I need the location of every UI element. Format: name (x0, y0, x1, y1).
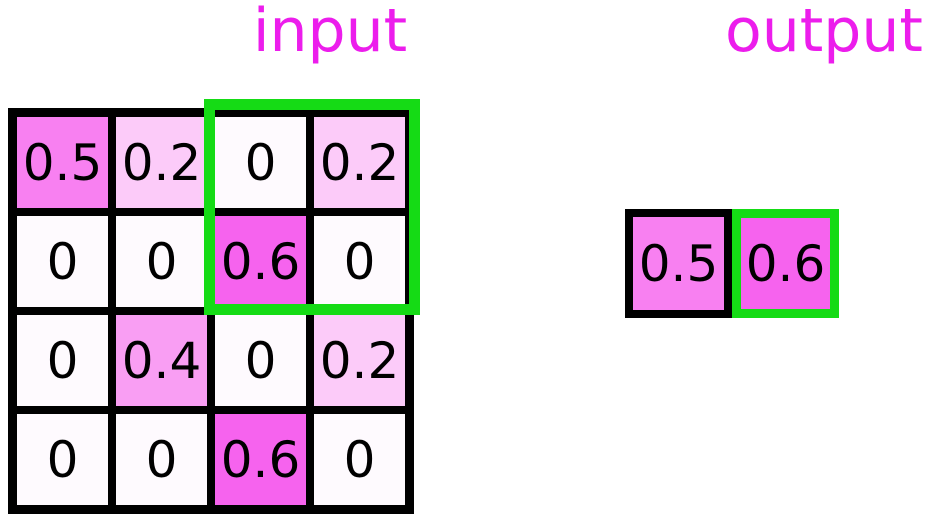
input-cell-r4c4: 0 (314, 414, 405, 505)
output-title: output (725, 0, 923, 66)
input-cell-r4c1: 0 (17, 414, 108, 505)
input-cell-r1c3: 0 (215, 117, 306, 208)
input-cell-r3c4: 0.2 (314, 315, 405, 406)
input-cell-r1c4: 0.2 (314, 117, 405, 208)
input-cell-r1c2: 0.2 (116, 117, 207, 208)
input-cell-r4c3: 0.6 (215, 414, 306, 505)
input-cell-r3c3: 0 (215, 315, 306, 406)
input-title: input (252, 0, 408, 66)
input-cell-r2c3: 0.6 (215, 216, 306, 307)
input-cell-r2c2: 0 (116, 216, 207, 307)
output-cell-2: 0.6 (732, 209, 839, 318)
input-cell-r4c2: 0 (116, 414, 207, 505)
output-cell-1: 0.5 (625, 209, 732, 318)
input-cell-r2c1: 0 (17, 216, 108, 307)
input-cell-r3c2: 0.4 (116, 315, 207, 406)
input-cell-r2c4: 0 (314, 216, 405, 307)
input-cell-r3c1: 0 (17, 315, 108, 406)
input-cell-r1c1: 0.5 (17, 117, 108, 208)
